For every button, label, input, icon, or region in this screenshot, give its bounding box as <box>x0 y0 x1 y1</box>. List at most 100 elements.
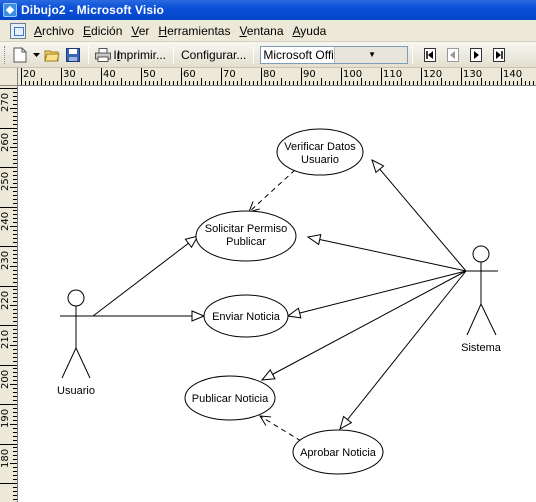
ruler-tick <box>13 471 17 473</box>
ruler-label: 90 <box>303 69 316 80</box>
ruler-tick <box>10 107 17 109</box>
chevron-down-icon[interactable]: ▼ <box>333 46 408 63</box>
ruler-tick <box>321 78 322 85</box>
svg-text:Publicar Noticia: Publicar Noticia <box>192 393 269 405</box>
document-icon[interactable] <box>10 22 26 39</box>
configure-button[interactable]: Configurar... <box>181 47 247 62</box>
ruler-tick <box>301 68 302 85</box>
ruler-tick <box>281 78 282 85</box>
ruler-tick <box>0 404 17 405</box>
assoc-sistema-enviar[interactable] <box>288 270 467 316</box>
save-disk-icon[interactable] <box>63 45 83 65</box>
ruler-tick <box>413 81 414 85</box>
dependency-aprobar-publicar[interactable] <box>260 416 302 442</box>
ruler-tick <box>13 131 17 133</box>
use-case-aprobar[interactable]: Aprobar Noticia <box>292 429 384 475</box>
ruler-tick <box>13 486 17 488</box>
menu-edicion[interactable]: Edición <box>83 23 123 38</box>
ruler-tick <box>149 81 150 85</box>
next-page-icon[interactable] <box>466 45 486 65</box>
new-document-icon[interactable] <box>10 45 30 65</box>
ruler-tick <box>13 494 17 496</box>
ruler-tick <box>297 81 298 85</box>
assoc-sistema-publicar[interactable] <box>262 270 467 380</box>
menu-archivo[interactable]: Archivo <box>34 23 75 38</box>
dependency-verificar-solicitar[interactable] <box>249 169 296 212</box>
printer-select[interactable]: Microsoft Office Document : ▼ <box>260 45 409 64</box>
use-case-enviar[interactable]: Enviar Noticia <box>203 294 289 338</box>
print-button[interactable]: IImprimir... <box>113 47 167 62</box>
ruler-tick <box>13 234 17 236</box>
assoc-sistema-aprobar[interactable] <box>340 270 467 429</box>
ruler-tick <box>13 479 17 481</box>
ruler-tick <box>13 313 17 315</box>
assoc-sistema-solicitar[interactable] <box>308 237 467 272</box>
ruler-tick <box>457 81 458 85</box>
menu-ventana[interactable]: Ventana <box>239 23 284 38</box>
toolbar-grip[interactable] <box>4 45 7 64</box>
ruler-tick <box>37 81 38 85</box>
print-preview-toolbar: IImprimir... Configurar... Microsoft Off… <box>0 42 536 68</box>
ruler-tick <box>25 81 26 85</box>
previous-page-icon[interactable] <box>443 45 463 65</box>
ruler-tick <box>325 81 326 85</box>
menu-herramientas[interactable]: Herramientas <box>158 23 231 38</box>
ruler-label: 250 <box>0 171 11 191</box>
ruler-tick <box>225 81 226 85</box>
ruler-tick <box>73 81 74 85</box>
ruler-tick <box>329 81 330 85</box>
ruler-tick <box>10 186 17 188</box>
last-page-icon[interactable] <box>489 45 509 65</box>
ruler-tick <box>0 483 17 484</box>
ruler-corner[interactable] <box>0 68 18 86</box>
title-bar[interactable]: Dibujo2 - Microsoft Visio <box>0 0 536 20</box>
first-page-icon[interactable] <box>420 45 440 65</box>
ruler-tick <box>189 81 190 85</box>
ruler-tick <box>13 238 17 240</box>
ruler-tick <box>13 368 17 370</box>
ruler-label: 200 <box>0 369 11 389</box>
use-case-verificar[interactable]: Verificar Datos Usuario <box>276 128 364 176</box>
use-case-solicitar[interactable]: Solicitar Permiso Publicar <box>195 210 297 262</box>
actor-usuario[interactable] <box>60 289 93 379</box>
ruler-tick <box>173 81 174 85</box>
drawing-page[interactable]: Verificar Datos Usuario Solicitar Permis… <box>18 86 536 502</box>
ruler-tick <box>13 194 17 196</box>
ruler-tick <box>13 163 17 165</box>
ruler-tick <box>13 411 17 413</box>
open-folder-icon[interactable] <box>42 45 62 65</box>
visio-app-icon[interactable] <box>3 3 17 17</box>
ruler-tick <box>13 103 17 105</box>
ruler-tick <box>85 81 86 85</box>
ruler-tick <box>13 340 17 342</box>
ruler-tick <box>373 81 374 85</box>
menu-ayuda[interactable]: Ayuda <box>292 23 327 38</box>
ruler-tick <box>229 81 230 85</box>
new-dropdown-chevron-icon[interactable] <box>31 45 41 65</box>
ruler-tick <box>181 68 182 85</box>
actor-sistema[interactable] <box>466 245 498 336</box>
ruler-tick <box>13 336 17 338</box>
use-case-publicar[interactable]: Publicar Noticia <box>184 375 276 421</box>
menu-ver[interactable]: Ver <box>131 23 150 38</box>
printer-icon[interactable] <box>93 45 113 65</box>
actor-sistema-label: Sistema <box>461 342 502 354</box>
assoc-usuario-solicitar[interactable] <box>92 236 198 317</box>
ruler-tick <box>517 81 518 85</box>
ruler-tick <box>13 151 17 153</box>
toolbar-separator <box>173 45 175 64</box>
ruler-tick <box>197 81 198 85</box>
ruler-tick <box>13 415 17 417</box>
ruler-tick <box>13 376 17 378</box>
ruler-tick <box>237 81 238 85</box>
ruler-tick <box>13 328 17 330</box>
ruler-tick <box>0 246 17 247</box>
ruler-label: 30 <box>63 69 76 80</box>
ruler-tick <box>13 91 17 93</box>
ruler-tick <box>465 81 466 85</box>
ruler-tick <box>10 423 17 425</box>
ruler-tick <box>13 218 17 220</box>
assoc-sistema-verificar[interactable] <box>372 160 467 272</box>
